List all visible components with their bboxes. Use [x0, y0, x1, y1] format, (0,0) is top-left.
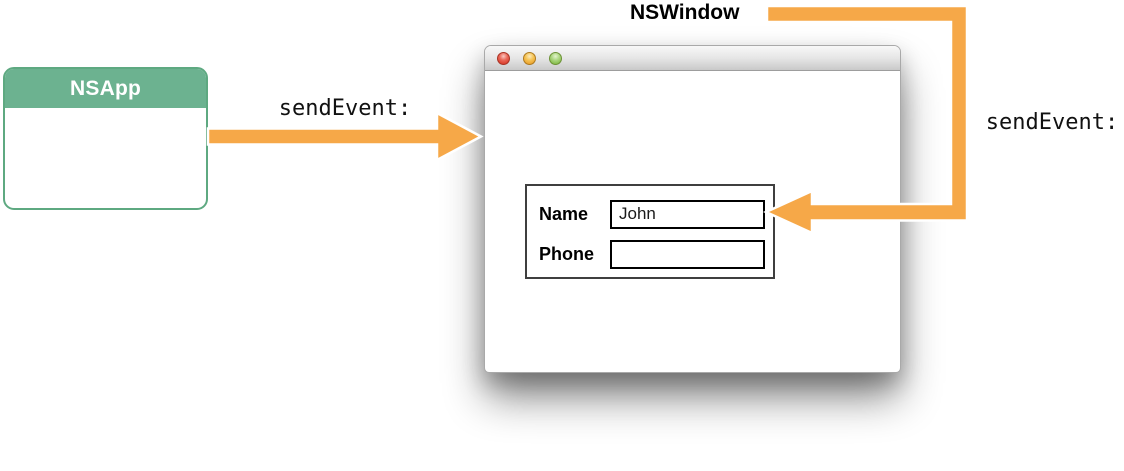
- nsapp-class-box: NSApp: [3, 67, 208, 210]
- form-row-name: Name: [539, 199, 765, 229]
- send-event-label-left: sendEvent:: [278, 96, 412, 121]
- zoom-button-icon[interactable]: [549, 51, 562, 65]
- form-row-phone: Phone: [539, 239, 765, 269]
- form-panel: Name Phone: [525, 184, 775, 279]
- nsapp-box-title: NSApp: [5, 69, 206, 108]
- mac-window: Name Phone: [484, 45, 901, 373]
- name-field-label: Name: [539, 203, 589, 224]
- name-input[interactable]: [610, 199, 765, 229]
- phone-input[interactable]: [610, 239, 765, 269]
- minimize-button-icon[interactable]: [523, 51, 536, 65]
- window-content: Name Phone: [485, 71, 900, 372]
- window-titlebar: [485, 46, 900, 71]
- phone-field-label: Phone: [539, 243, 595, 264]
- nswindow-label: NSWindow: [630, 1, 740, 24]
- send-event-label-right: sendEvent:: [985, 110, 1119, 135]
- close-button-icon[interactable]: [497, 51, 510, 65]
